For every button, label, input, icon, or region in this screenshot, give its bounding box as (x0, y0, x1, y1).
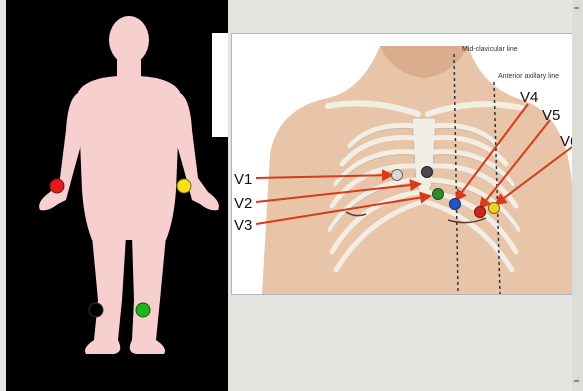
midclavicular-label: Mid-clavicular line (462, 46, 518, 53)
electrode-v2 (422, 167, 433, 178)
anterior-axillary-label: Anterior axillary line (498, 73, 559, 80)
corner-mark-bottom (574, 380, 579, 382)
limb-lead-diagram (6, 0, 228, 391)
electrode-v5 (475, 207, 486, 218)
label-v1: V1 (234, 171, 252, 188)
limb-electrodes (6, 0, 228, 391)
chest-lead-diagram: Mid-clavicular line Anterior axillary li… (231, 33, 583, 295)
electrode-v1 (392, 170, 403, 181)
electrode-left-arm-yellow (177, 179, 191, 193)
electrode-v3 (433, 189, 444, 200)
electrode-left-leg-green (136, 303, 150, 317)
slide-edge (572, 0, 583, 391)
electrode-right-arm-red (50, 179, 64, 193)
label-v3: V3 (234, 217, 252, 234)
label-v2: V2 (234, 195, 252, 212)
corner-mark-top (574, 7, 579, 9)
chest-illustration: Mid-clavicular line Anterior axillary li… (232, 34, 582, 294)
electrode-right-leg-black (89, 303, 103, 317)
label-v4: V4 (520, 89, 538, 106)
electrode-v6 (489, 203, 500, 214)
white-strip-divider (212, 33, 228, 137)
electrode-v4 (450, 199, 461, 210)
label-v5: V5 (542, 107, 560, 124)
